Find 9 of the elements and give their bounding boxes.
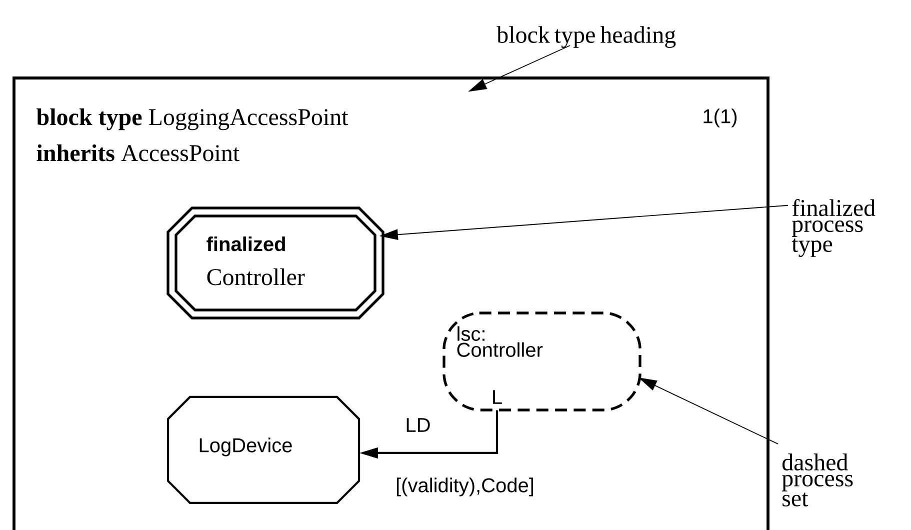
process-box: LogDevice <box>166 396 360 504</box>
page-number: 1(1) <box>704 108 737 128</box>
finalized-process-box: finalized Controller <box>166 206 384 320</box>
gate-label: L <box>493 390 502 404</box>
edge-label: LD <box>406 418 430 432</box>
annotation-text: block type heading <box>496 26 676 48</box>
annotation-text: dashed process set <box>782 454 853 506</box>
signal-list: [(validity),Code] <box>396 478 534 496</box>
annotation-text: finalized process type <box>792 198 876 258</box>
